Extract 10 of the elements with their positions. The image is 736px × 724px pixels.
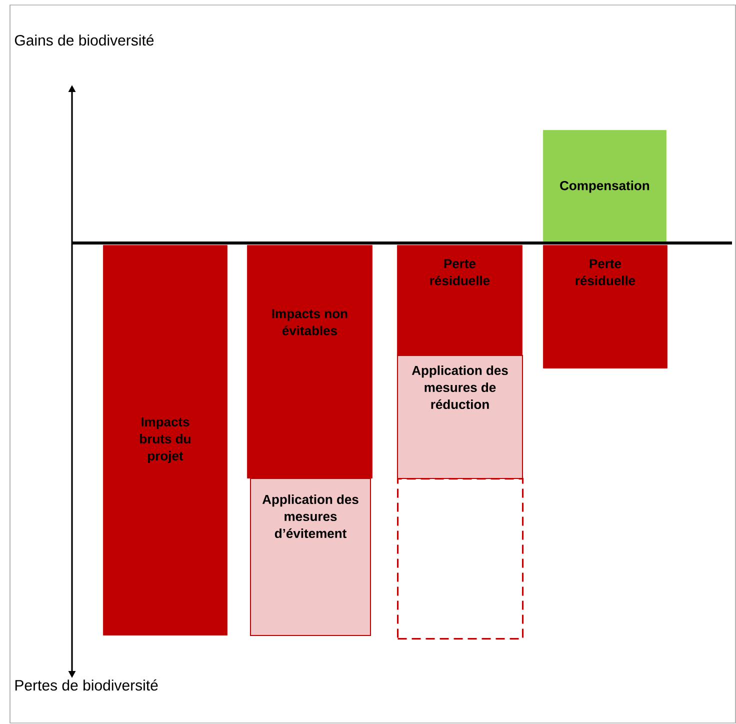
hatched-box: Application des mesures d’évitement — [250, 478, 371, 636]
dashed-box — [397, 478, 524, 640]
loss-bar: Perte résiduelle — [397, 245, 522, 356]
loss-bar: Perte résiduelle — [543, 245, 668, 368]
loss-bar: Impacts bruts du projet — [103, 245, 228, 636]
axis-label: Pertes de biodiversité — [15, 679, 158, 691]
gain-bar: Compensation — [543, 130, 666, 244]
axis-label: Gains de biodiversité — [14, 34, 154, 46]
loss-bar: Impacts non évitables — [247, 245, 372, 478]
hatched-box: Application des mesures de réduction — [397, 355, 523, 479]
